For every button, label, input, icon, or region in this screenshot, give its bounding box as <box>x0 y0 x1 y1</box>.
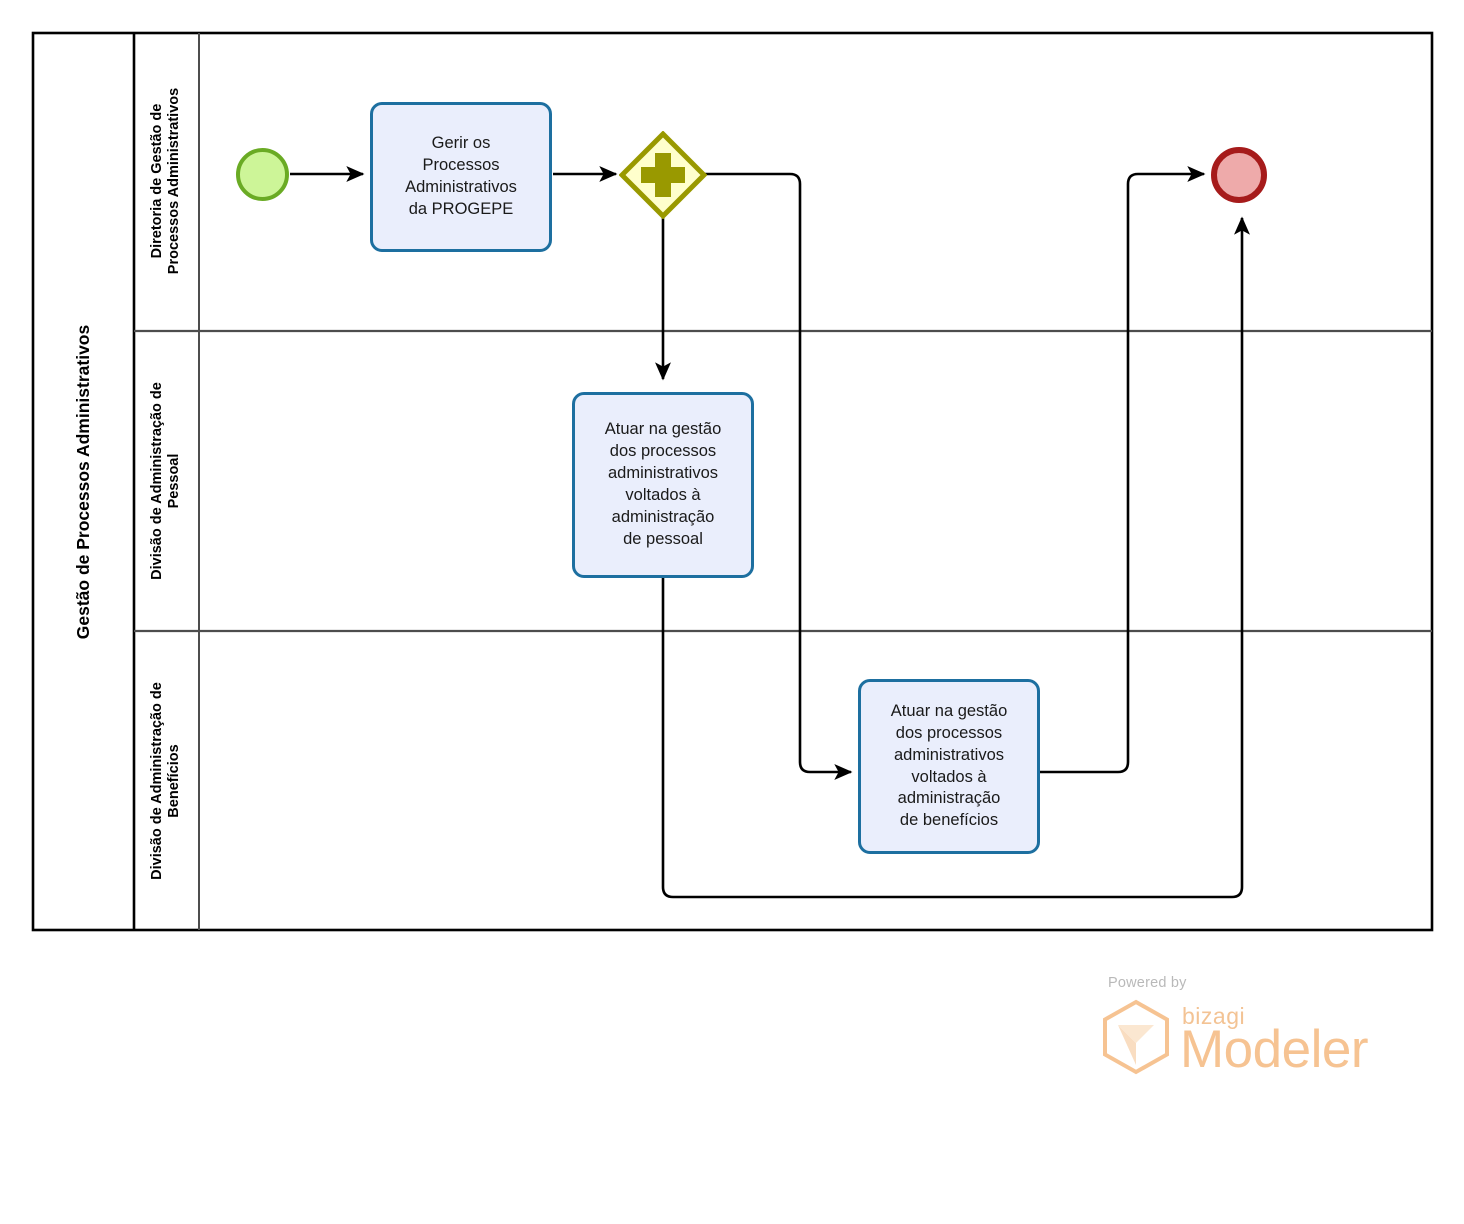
flow-beneficios-to-end <box>1040 165 1206 774</box>
lane-title-pessoal: Divisão de Administração de Pessoal <box>148 382 182 580</box>
task-atuar-beneficios[interactable]: Atuar na gestão dos processos administra… <box>858 679 1040 854</box>
start-event[interactable] <box>236 148 289 201</box>
task-atuar-pessoal[interactable]: Atuar na gestão dos processos administra… <box>572 392 754 578</box>
pool-title: Gestão de Processos Administrativos <box>72 324 93 640</box>
lane-title-diretoria: Diretoria de Gestão de Processos Adminis… <box>148 87 182 275</box>
task-gerir-processos[interactable]: Gerir os Processos Administrativos da PR… <box>370 102 552 252</box>
end-event[interactable] <box>1211 147 1267 203</box>
parallel-gateway[interactable] <box>619 131 707 219</box>
flow-gateway-to-beneficios <box>700 172 853 781</box>
pool-outer-border <box>31 31 1434 932</box>
lane-title-beneficios: Divisão de Administração de Benefícios <box>148 682 182 880</box>
flow-pessoal-to-end <box>661 216 1251 899</box>
gateway-plus-icon <box>641 153 685 197</box>
